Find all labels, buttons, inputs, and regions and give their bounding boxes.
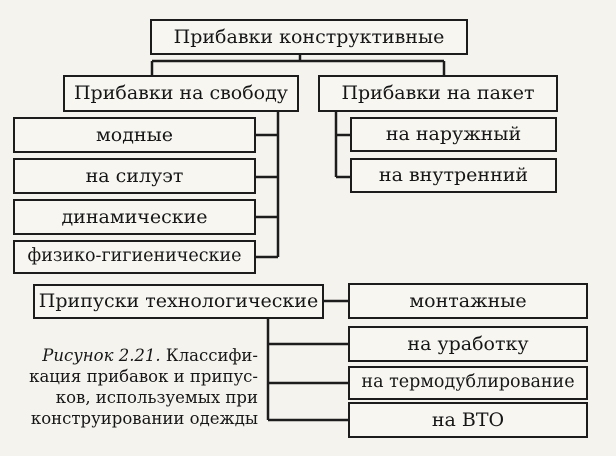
- tech-item-shrinkage: на уработку: [348, 326, 588, 362]
- package-item-inner: на внутренний: [350, 158, 557, 193]
- tech-box: Припуски технологические: [33, 284, 324, 319]
- tech-item-label: на ВТО: [431, 408, 505, 431]
- package-item-label: на внутренний: [378, 164, 529, 186]
- tech-label: Припуски технологические: [38, 290, 319, 312]
- root-box: Прибавки конструктивные: [150, 19, 468, 55]
- figure-caption-text: Классифи-кация прибавок и припус-ков, ис…: [29, 346, 258, 428]
- freedom-item-hygienic: физико-гигиенические: [13, 240, 256, 274]
- tech-item-label: на уработку: [407, 332, 529, 355]
- figure-caption-label: Рисунок 2.21.: [42, 346, 161, 365]
- freedom-item-dynamic: динамические: [13, 199, 256, 235]
- freedom-item-label: динамические: [61, 205, 208, 228]
- tech-item-label: на термодублирование: [361, 372, 575, 393]
- tech-item-thermobonding: на термодублирование: [348, 366, 588, 400]
- freedom-box: Прибавки на свободу: [63, 75, 299, 112]
- freedom-item-silhouette: на силуэт: [13, 158, 256, 194]
- freedom-label: Прибавки на свободу: [73, 82, 288, 104]
- freedom-item-label: физико-гигиенические: [27, 246, 242, 267]
- freedom-item-label: на силуэт: [85, 164, 184, 187]
- freedom-item-label: модные: [96, 123, 173, 146]
- package-box: Прибавки на пакет: [318, 75, 558, 112]
- package-item-label: на наружный: [385, 123, 522, 145]
- freedom-item-fashion: модные: [13, 117, 256, 153]
- package-label: Прибавки на пакет: [341, 82, 535, 104]
- figure-caption: Рисунок 2.21. Классифи-кация прибавок и …: [14, 345, 258, 429]
- tech-item-assembly: монтажные: [348, 283, 588, 319]
- package-item-outer: на наружный: [350, 117, 557, 152]
- tech-item-wet-heat: на ВТО: [348, 402, 588, 438]
- root-label: Прибавки конструктивные: [173, 25, 445, 48]
- tech-item-label: монтажные: [409, 289, 527, 312]
